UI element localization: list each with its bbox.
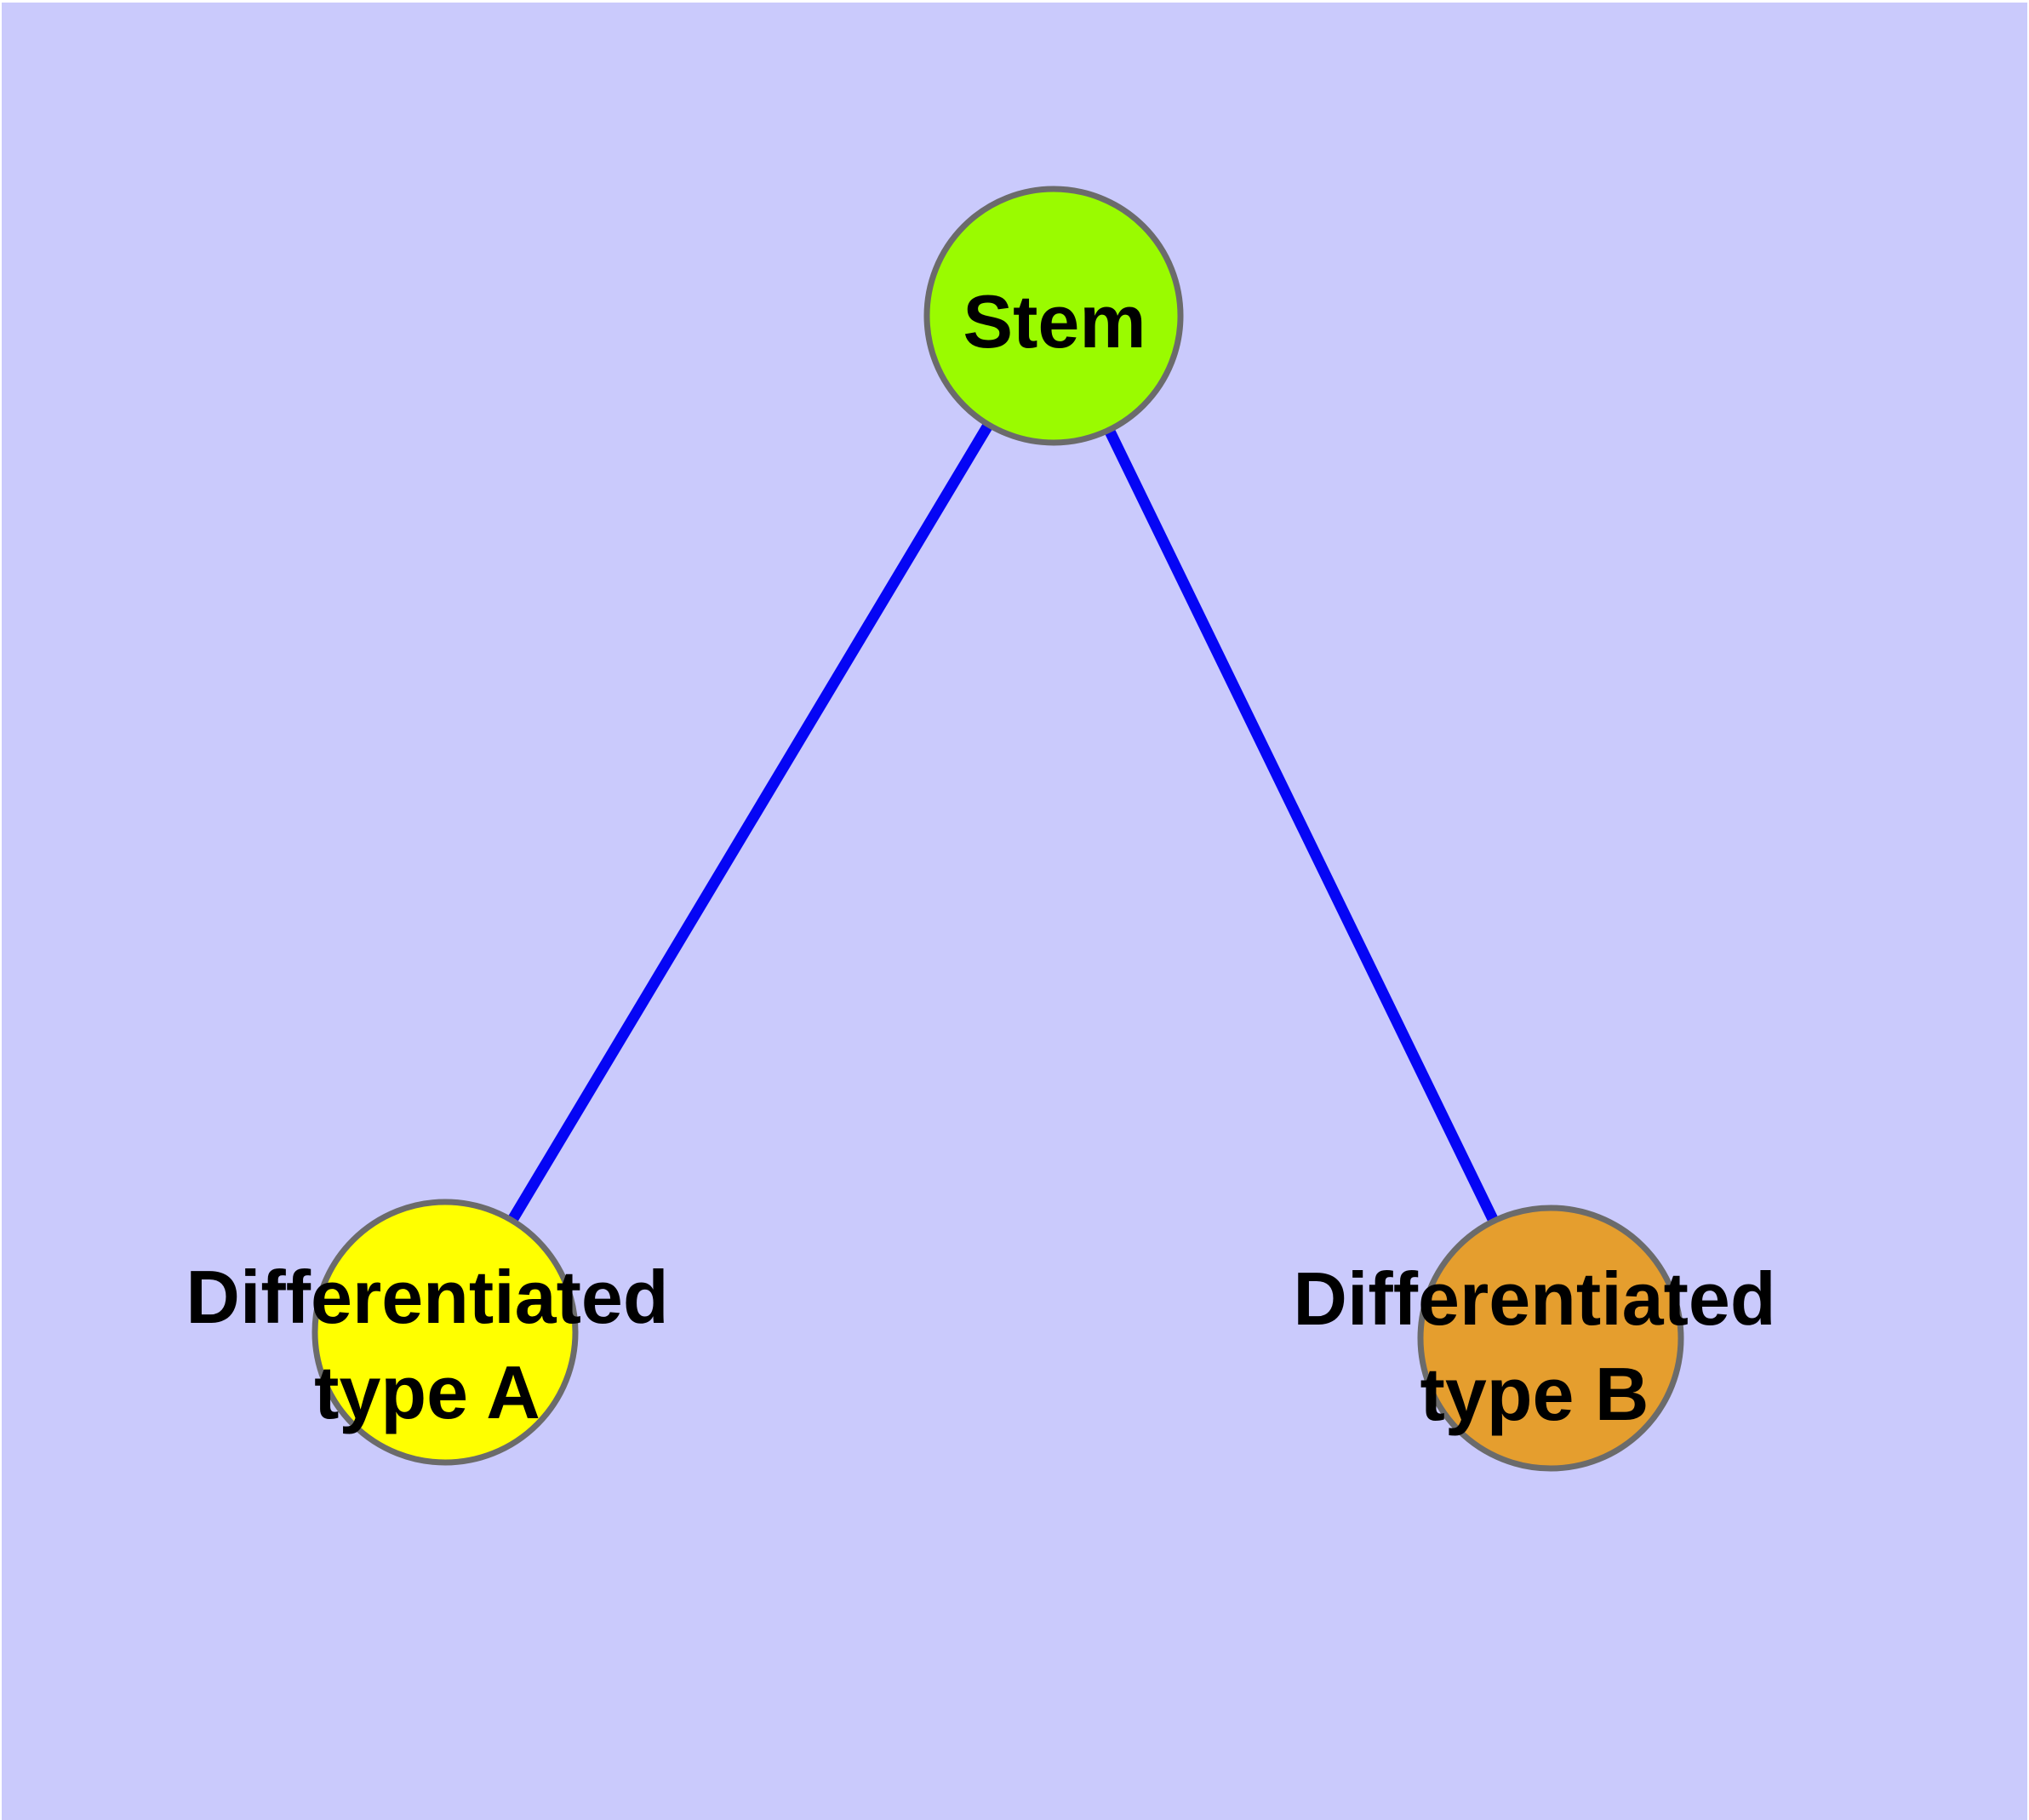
edge-stem-to-type-b [1049,313,1556,1341]
node-stem[interactable] [923,186,1184,446]
node-label-differentiated-type-b: Differentiated type B [1293,1256,1776,1436]
node-differentiated-type-b[interactable] [1417,1205,1684,1472]
node-label-stem: Stem [963,279,1146,363]
node-label-differentiated-type-a: Differentiated type A [186,1255,669,1434]
node-differentiated-type-a[interactable] [311,1199,579,1466]
edge-stem-to-type-a [440,312,1059,1336]
